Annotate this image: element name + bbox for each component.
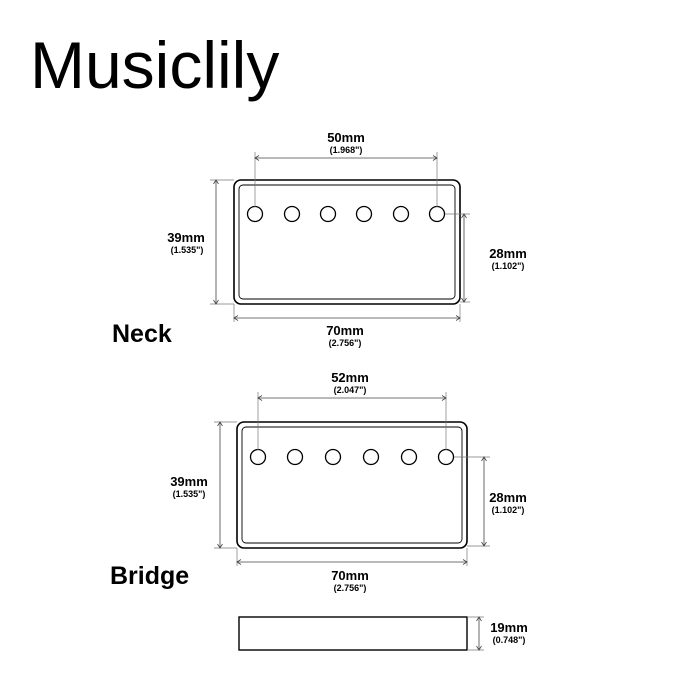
neck-pole-spacing-dimension: 50mm (1.968") (254, 130, 438, 207)
brand-logo-text: Musiclily (30, 28, 280, 102)
bridge-label: Bridge (110, 562, 190, 590)
bridge-pole-hole (249, 448, 267, 466)
neck-length-inch: (2.756") (329, 338, 362, 348)
neck-mount-spacing-dimension: 28mm (1.102") (445, 213, 527, 303)
side-height-mm: 19mm (490, 620, 528, 635)
bridge-pole-spacing-mm: 52mm (331, 370, 369, 385)
bridge-mount-spacing-inch: (1.102") (492, 505, 525, 515)
bridge-cover-inner-edge (241, 426, 463, 544)
side-height-inch: (0.748") (493, 635, 526, 645)
bridge-mount-spacing-mm: 28mm (489, 490, 527, 505)
neck-label: Neck (112, 320, 172, 348)
neck-pole-hole (428, 205, 446, 223)
neck-length-dimension: 70mm (2.756") (233, 304, 461, 348)
neck-pole-spacing-mm: 50mm (327, 130, 365, 145)
bridge-pickup-cover (236, 421, 468, 549)
bridge-length-dimension: 70mm (2.756") (236, 548, 468, 593)
neck-pole-hole (246, 205, 264, 223)
neck-mount-spacing-inch: (1.102") (492, 261, 525, 271)
bridge-width-inch: (1.535") (173, 489, 206, 499)
bridge-mount-spacing-dimension: 28mm (1.102") (454, 456, 527, 547)
bridge-pole-spacing-inch: (2.047") (334, 385, 367, 395)
bridge-pole-hole (437, 448, 455, 466)
side-view-outline (238, 616, 468, 651)
bridge-pole-spacing-dimension: 52mm (2.047") (257, 370, 447, 450)
neck-pickup-cover (233, 179, 461, 305)
bridge-length-inch: (2.756") (334, 583, 367, 593)
bridge-pole-hole (362, 448, 380, 466)
neck-width-mm: 39mm (167, 230, 205, 245)
neck-pole-hole (392, 205, 410, 223)
side-height-dimension: 19mm (0.748") (467, 616, 528, 651)
neck-cover-inner-edge (238, 184, 456, 300)
bridge-pole-hole (324, 448, 342, 466)
bridge-width-dimension: 39mm (1.535") (170, 421, 237, 549)
neck-length-mm: 70mm (326, 323, 364, 338)
neck-width-inch: (1.535") (171, 245, 204, 255)
neck-pole-hole (283, 205, 301, 223)
bridge-pole-hole (400, 448, 418, 466)
neck-pole-hole (355, 205, 373, 223)
neck-mount-spacing-mm: 28mm (489, 246, 527, 261)
bridge-pole-hole (286, 448, 304, 466)
neck-pole-hole (319, 205, 337, 223)
bridge-length-mm: 70mm (331, 568, 369, 583)
pickup-side-view (238, 616, 468, 651)
bridge-width-mm: 39mm (170, 474, 208, 489)
neck-width-dimension: 39mm (1.535") (167, 179, 234, 305)
neck-pole-spacing-inch: (1.968") (330, 145, 363, 155)
